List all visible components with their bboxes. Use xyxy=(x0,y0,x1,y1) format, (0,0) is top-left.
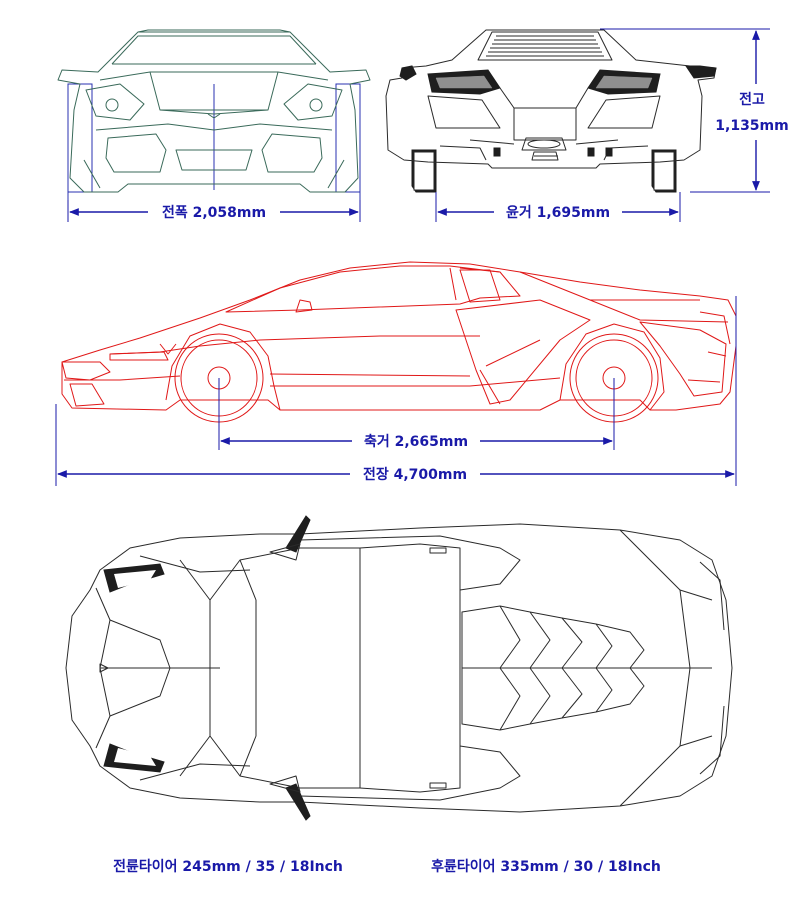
height-label-value: 1,135mm xyxy=(715,118,788,134)
length-label: 전장 4,700mm xyxy=(363,466,467,483)
front-tire-label: 전륜타이어 245mm / 35 / 18Inch xyxy=(113,858,343,875)
height-label-title: 전고 xyxy=(739,91,765,108)
rear-track-label: 윤거 1,695mm xyxy=(506,205,610,221)
width-label: 전폭 2,058mm xyxy=(162,204,266,221)
front-view-drawing xyxy=(57,29,371,200)
rear-track-dimension: 윤거 1,695mm xyxy=(435,192,681,222)
wheelbase-label: 축거 2,665mm xyxy=(364,434,468,450)
top-view-drawing xyxy=(65,515,733,821)
height-dimension: 전고 1,135mm xyxy=(600,28,789,193)
wheelbase-dimension: 축거 2,665mm xyxy=(218,378,615,450)
width-dimension: 전폭 2,058mm xyxy=(67,200,361,222)
side-view-drawing xyxy=(61,261,737,423)
length-dimension: 전장 4,700mm xyxy=(55,296,737,486)
rear-tire-label: 후륜타이어 335mm / 30 / 18Inch xyxy=(431,858,661,875)
rear-view-drawing xyxy=(385,29,717,193)
